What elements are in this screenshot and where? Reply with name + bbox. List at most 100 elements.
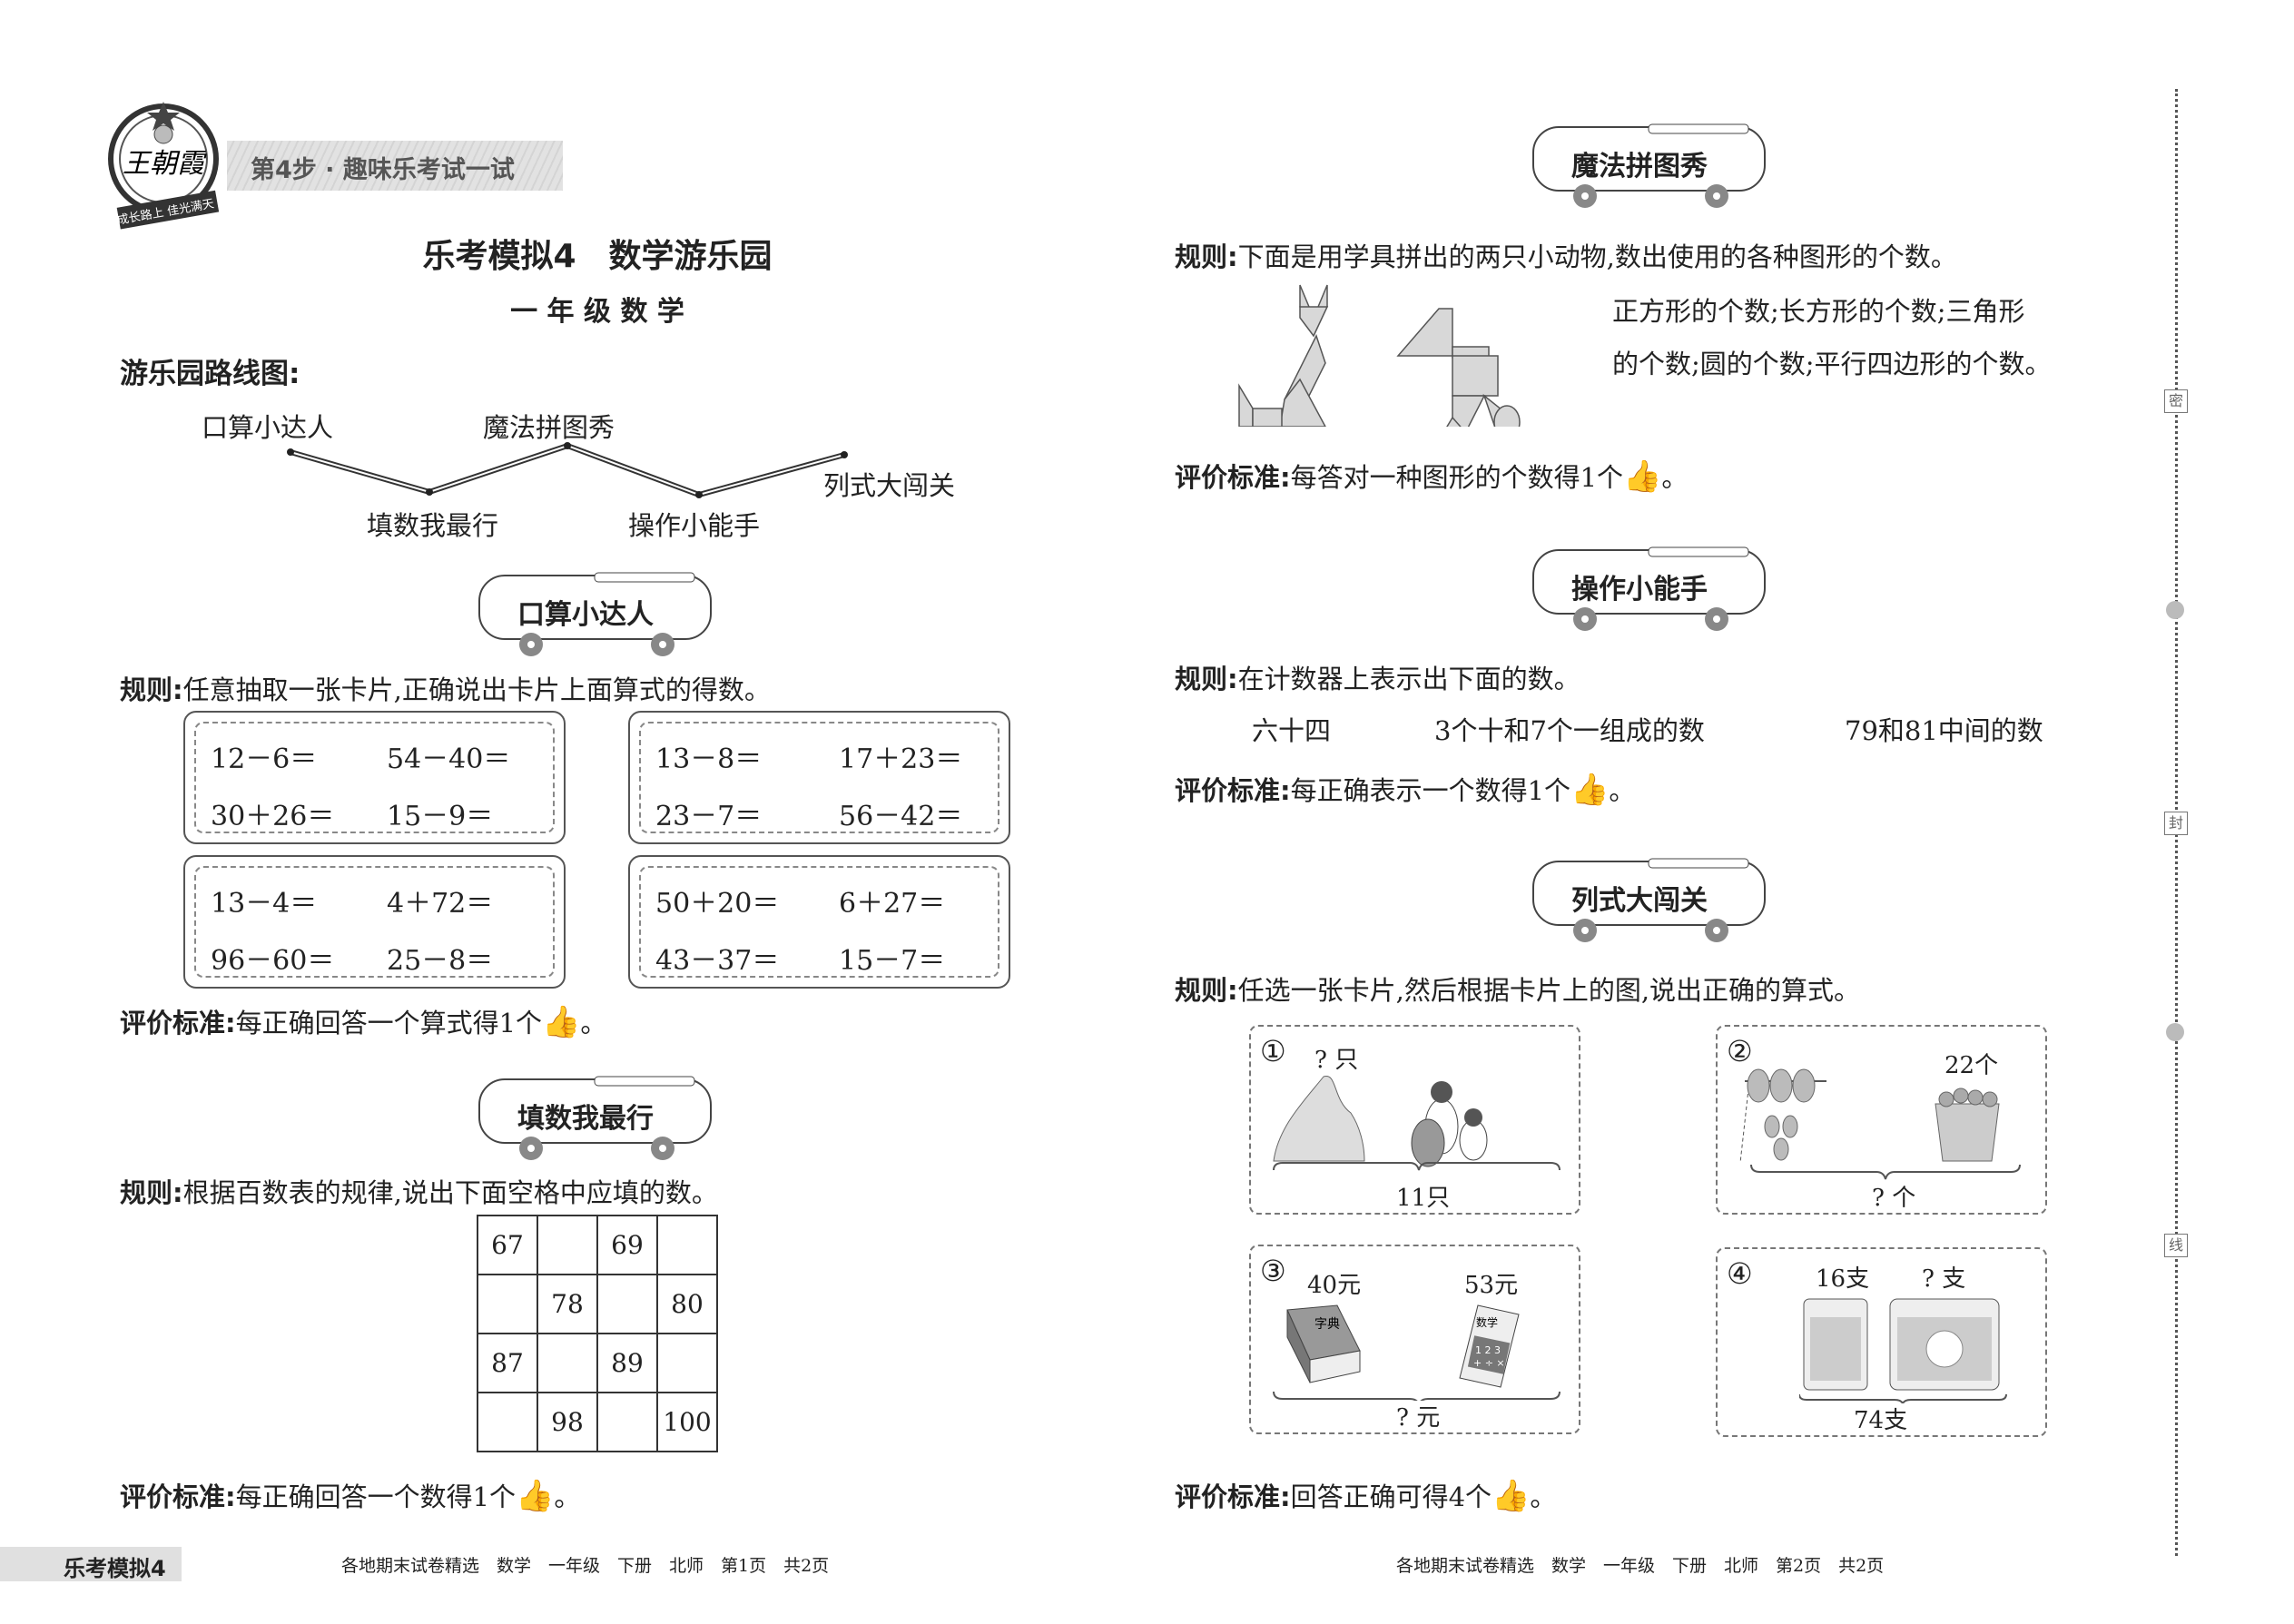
section-title: 填数我最行	[517, 1103, 654, 1135]
card-top-right: ? 支	[1922, 1265, 1966, 1293]
thumbs-up-icon: 👍	[542, 1004, 581, 1040]
binding-hole-icon	[2166, 601, 2184, 619]
calc-card[interactable]: 12－6＝ 54－40＝ 30＋26＝ 15－9＝	[183, 711, 566, 844]
grid-cell-blank[interactable]	[537, 1333, 598, 1393]
page-title: 乐考模拟4 数学游乐园	[422, 238, 773, 275]
book-label: 字典	[1314, 1317, 1340, 1332]
equation: 96－60＝	[211, 945, 335, 977]
footer-badge-text: 乐考模拟4	[64, 1556, 166, 1581]
picture-card-1[interactable]: ① ? 只 11只	[1249, 1025, 1580, 1215]
rule-label: 规则:	[120, 674, 183, 705]
bus-icon	[1532, 858, 1766, 942]
grid-cell: 98	[537, 1392, 598, 1452]
book-label: 数学	[1476, 1315, 1498, 1329]
criteria-text: 回答正确可得4个	[1290, 1481, 1492, 1512]
grid-cell-blank[interactable]	[477, 1392, 538, 1452]
bus-icon	[1532, 123, 1766, 208]
thumbs-up-icon: 👍	[1492, 1478, 1531, 1514]
card-top-right: 53元	[1464, 1272, 1519, 1299]
number-item: 79和81中间的数	[1845, 715, 2043, 746]
criteria-label: 评价标准:	[120, 1481, 236, 1512]
svg-text:王朝霞: 王朝霞	[123, 148, 207, 180]
grid-cell-blank[interactable]	[477, 1274, 538, 1334]
equation: 6＋27＝	[839, 888, 946, 920]
period: 。	[1609, 775, 1636, 806]
grid-cell-blank[interactable]	[537, 1215, 598, 1275]
equation: 30＋26＝	[211, 801, 335, 832]
dictionary-and-math-book-image: 字典 数学 1 2 3 + ÷ ×	[1273, 1304, 1561, 1401]
route-stop: 操作小能手	[628, 510, 761, 541]
grid-cell-blank[interactable]	[656, 1215, 718, 1275]
page-subtitle: 一 年 级 数 学	[510, 296, 684, 328]
route-stop: 列式大闯关	[823, 470, 956, 501]
step-label: 第4步 · 趣味乐考试一试	[251, 156, 515, 184]
grid-cell: 69	[596, 1215, 658, 1275]
number-item: 3个十和7个一组成的数	[1434, 715, 1705, 746]
equation: 15－9＝	[387, 801, 494, 832]
section-title: 口算小达人	[517, 599, 654, 631]
route-map	[287, 442, 848, 498]
equation: 13－8＝	[655, 743, 763, 775]
rule-label: 规则:	[1175, 975, 1238, 1006]
rule-text: 在计数器上表示出下面的数。	[1237, 664, 1580, 694]
step-banner: 第4步 · 趣味乐考试一试	[227, 141, 563, 191]
grid-cell-blank[interactable]	[596, 1274, 658, 1334]
footer-text: 各地期末试卷精选 数学 一年级 下册 北师 第1页 共2页	[341, 1556, 830, 1576]
criteria-text: 每正确回答一个算式得1个	[235, 1008, 543, 1038]
section-bus-caozuo: 操作小能手	[1531, 545, 1771, 635]
rule-text: 任意抽取一张卡片,正确说出卡片上面算式的得数。	[182, 674, 771, 705]
calc-card[interactable]: 13－8＝ 17＋23＝ 23－7＝ 56－42＝	[628, 711, 1010, 844]
book-label: + ÷ ×	[1473, 1357, 1505, 1369]
equation: 15－7＝	[839, 945, 946, 977]
picture-card-3[interactable]: ③ 40元 53元 字典 数学 1 2 3 + ÷ × ? 元	[1249, 1245, 1580, 1434]
footer-badge: 乐考模拟4	[0, 1547, 182, 1581]
picture-card-4[interactable]: ④ 16支 ? 支 74支	[1716, 1247, 2047, 1437]
route-stop: 填数我最行	[367, 510, 499, 541]
picture-card-2[interactable]: ② 22个 ? 个	[1716, 1025, 2047, 1215]
criteria-text: 每正确表示一个数得1个	[1290, 775, 1571, 806]
questions-line: 正方形的个数;长方形的个数;三角形	[1612, 296, 2025, 327]
questions-line: 的个数;圆的个数;平行四边形的个数。	[1612, 349, 2052, 379]
grid-cell-blank[interactable]	[656, 1333, 718, 1393]
equation: 17＋23＝	[839, 743, 963, 775]
equation: 50＋20＝	[655, 888, 780, 920]
brace-icon	[1750, 1164, 2021, 1180]
card-top-left: 40元	[1307, 1272, 1362, 1299]
equation: 56－42＝	[839, 801, 963, 832]
criteria-text: 每正确回答一个数得1个	[235, 1481, 517, 1512]
equation: 43－37＝	[655, 945, 780, 977]
thumbs-up-icon: 👍	[1623, 458, 1662, 495]
pears-basket-image	[1739, 1068, 2000, 1164]
equation: 23－7＝	[655, 801, 763, 832]
card-top-right: 22个	[1944, 1052, 1999, 1079]
bus-icon	[1532, 546, 1766, 631]
criteria-label: 评价标准:	[1175, 462, 1291, 493]
equation: 54－40＝	[387, 743, 511, 775]
card-number: ③	[1260, 1254, 1286, 1288]
grid-cell: 100	[656, 1392, 718, 1452]
rule-text: 下面是用学具拼出的两只小动物,数出使用的各种图形的个数。	[1237, 241, 1957, 272]
card-bottom: ? 个	[1872, 1185, 1916, 1212]
grid-cell: 67	[477, 1215, 538, 1275]
binding-hole-icon	[2166, 1023, 2184, 1041]
card-number: ①	[1260, 1034, 1286, 1068]
rule-text: 根据百数表的规律,说出下面空格中应填的数。	[182, 1177, 718, 1208]
binding-label: 密	[2164, 389, 2188, 413]
criteria-label: 评价标准:	[1175, 1481, 1291, 1512]
section-title: 魔法拼图秀	[1571, 151, 1708, 182]
grid-cell: 89	[596, 1333, 658, 1393]
binding-label: 线	[2164, 1234, 2188, 1257]
calc-card[interactable]: 50＋20＝ 6＋27＝ 43－37＝ 15－7＝	[628, 855, 1010, 989]
tangram-animals-image	[1238, 284, 1521, 427]
route-heading: 游乐园路线图:	[120, 358, 300, 390]
equation: 13－4＝	[211, 888, 318, 920]
criteria-label: 评价标准:	[120, 1008, 236, 1038]
calc-card[interactable]: 13－4＝ 4＋72＝ 96－60＝ 25－8＝	[183, 855, 566, 989]
grid-cell-blank[interactable]	[596, 1392, 658, 1452]
bus-icon	[478, 572, 712, 656]
binding-label: 封	[2164, 812, 2188, 835]
criteria-label: 评价标准:	[1175, 775, 1291, 806]
equation: 12－6＝	[211, 743, 318, 775]
section-title: 操作小能手	[1571, 574, 1708, 605]
